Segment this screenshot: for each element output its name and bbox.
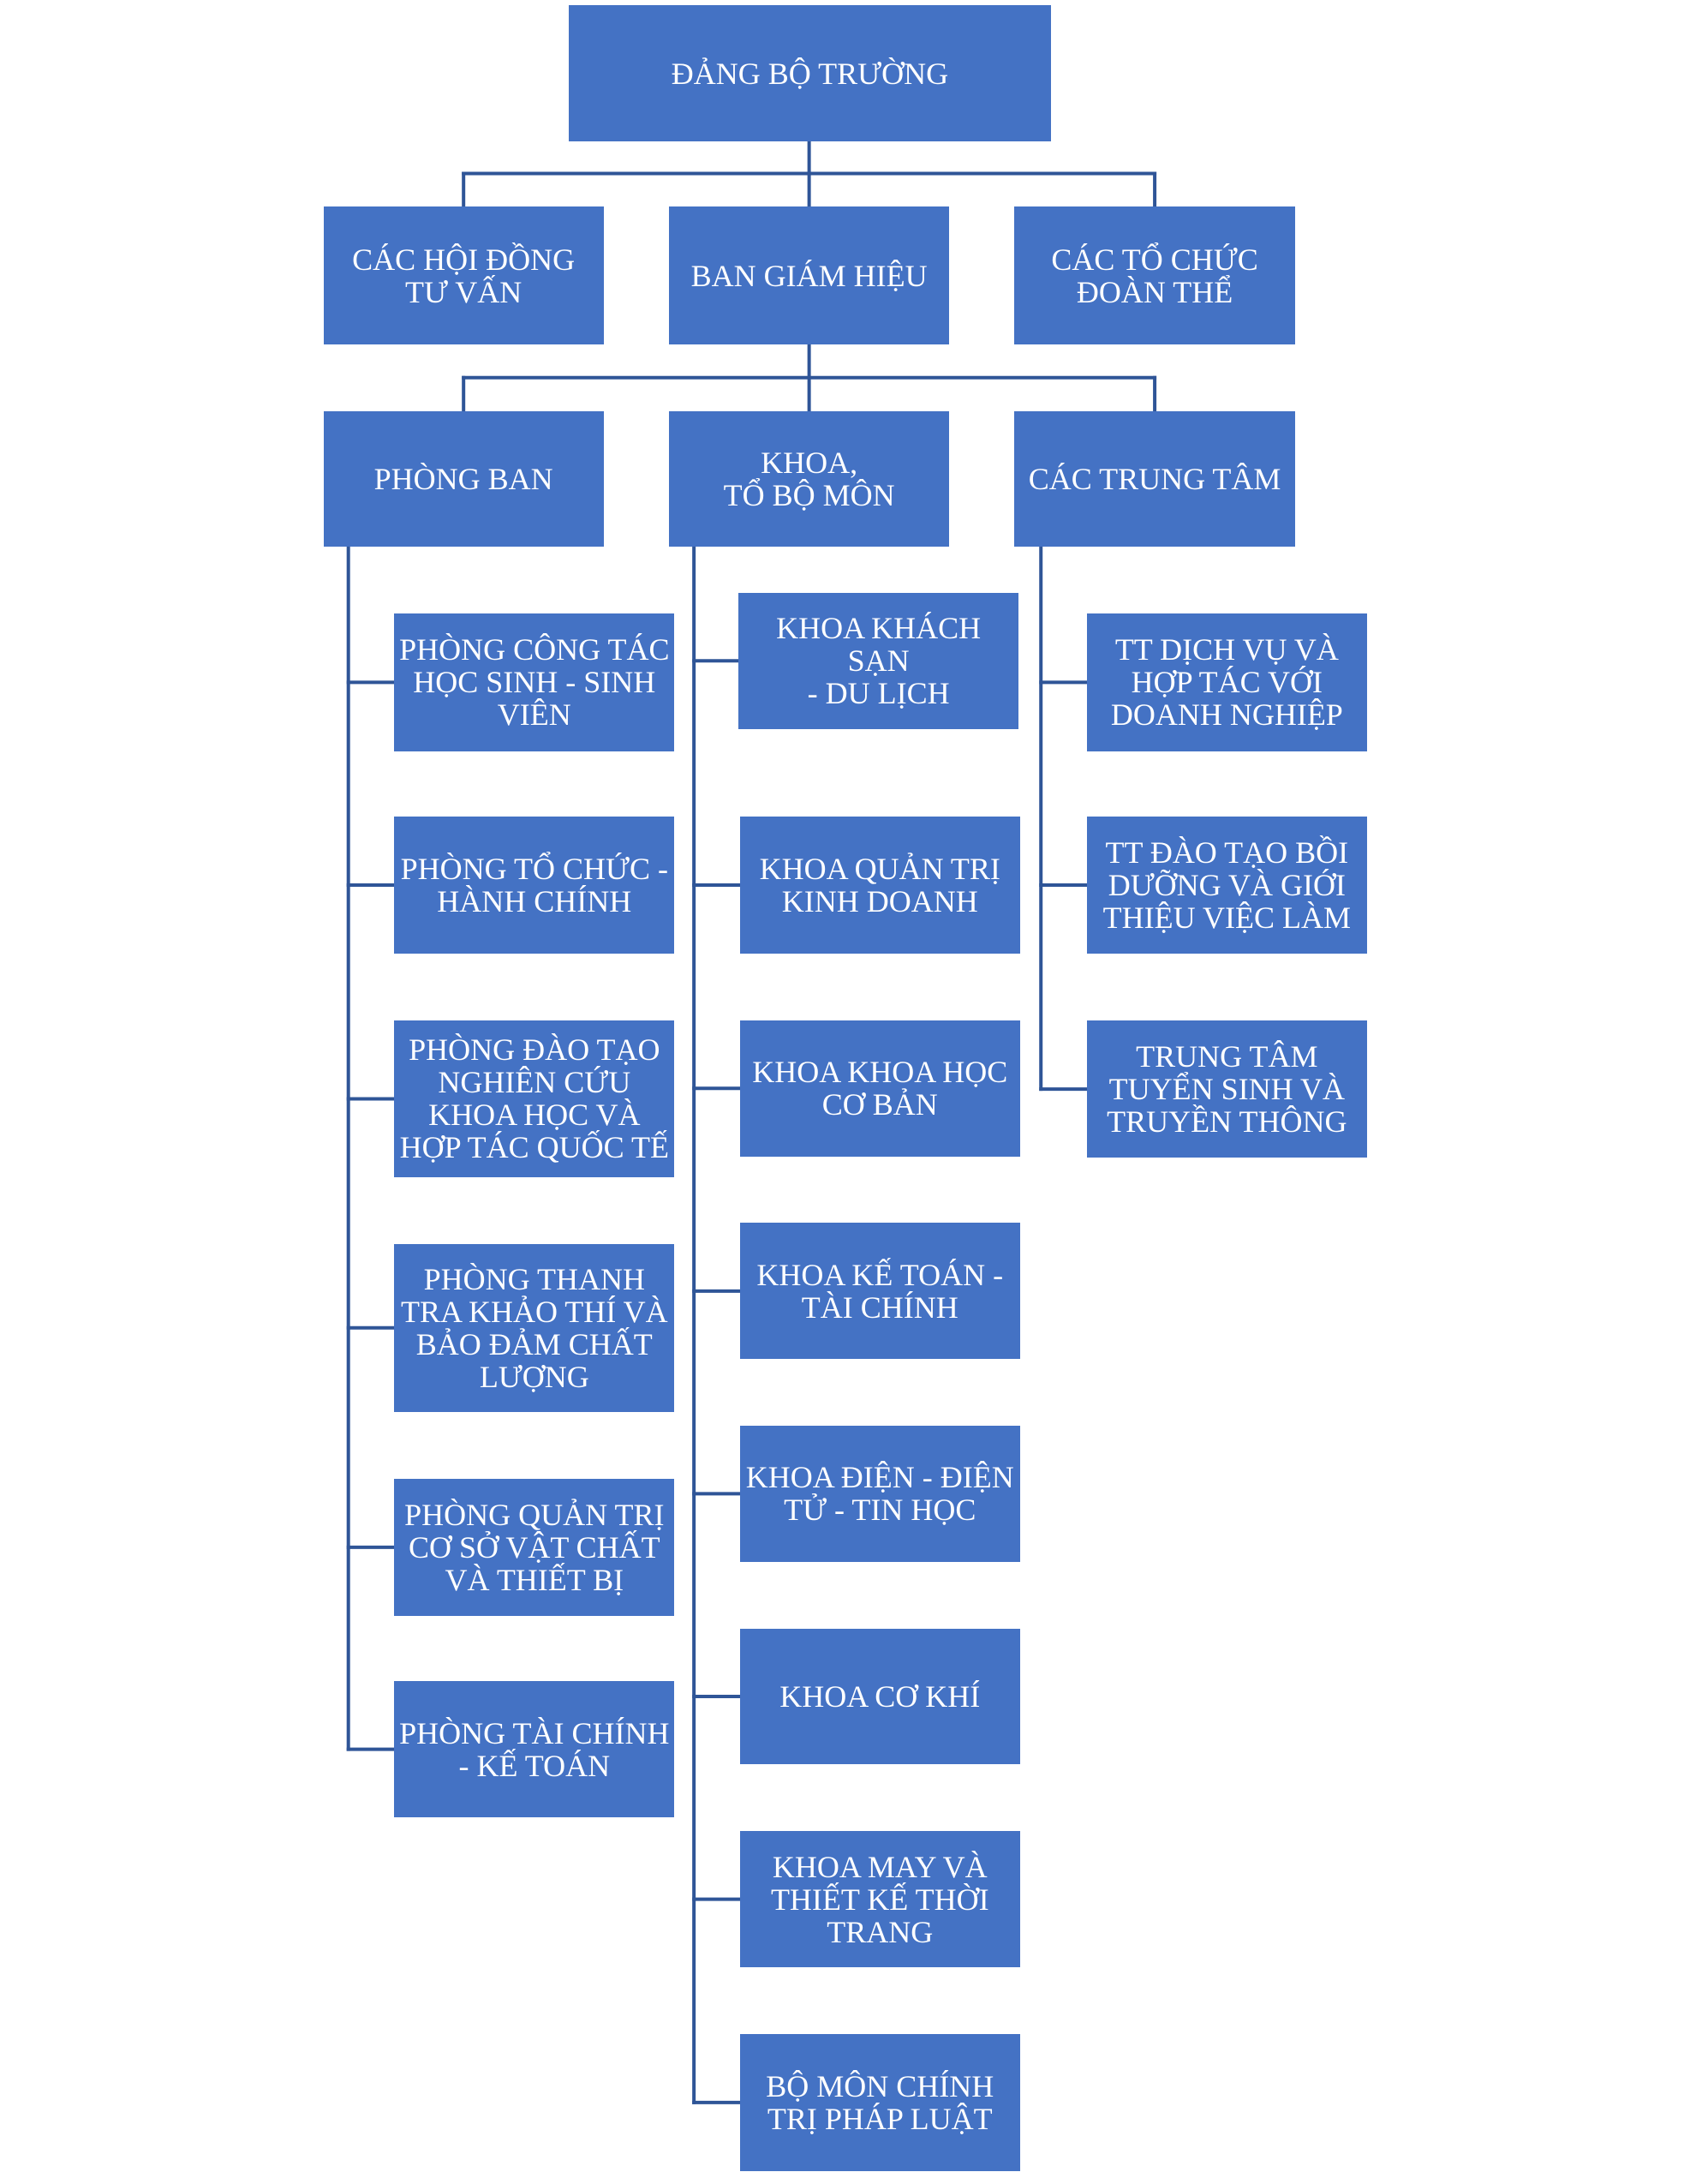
office-node: PHÒNG QUẢN TRỊ CƠ SỞ VẬT CHẤT VÀ THIẾT B… xyxy=(394,1478,675,1617)
faculty-node: BỘ MÔN CHÍNH TRỊ PHÁP LUẬT xyxy=(739,2033,1020,2172)
faculty-node: KHOA KẾ TOÁN - TÀI CHÍNH xyxy=(739,1223,1020,1360)
level1-node-unions: CÁC TỔ CHỨC ĐOÀN THỂ xyxy=(1014,206,1295,344)
office-node: PHÒNG ĐÀO TẠO NGHIÊN CỨU KHOA HỌC VÀ HỢP… xyxy=(394,1020,675,1177)
office-node: PHÒNG THANH TRA KHẢO THÍ VÀ BẢO ĐẢM CHẤT… xyxy=(394,1243,675,1412)
faculty-node: KHOA MAY VÀ THIẾT KẾ THỜI TRANG xyxy=(739,1831,1020,1967)
office-node: PHÒNG TÀI CHÍNH - KẾ TOÁN xyxy=(394,1681,675,1817)
faculty-node: KHOA KHOA HỌC CƠ BẢN xyxy=(739,1020,1020,1157)
faculty-node: KHOA QUẢN TRỊ KINH DOANH xyxy=(739,816,1020,954)
center-node: TRUNG TÂM TUYỂN SINH VÀ TRUYỀN THÔNG xyxy=(1086,1020,1367,1158)
root-node: ĐẢNG BỘ TRƯỜNG xyxy=(569,5,1051,142)
center-node: TT DỊCH VỤ VÀ HỢP TÁC VỚI DOANH NGHIỆP xyxy=(1086,613,1367,751)
level2-node-centers: CÁC TRUNG TÂM xyxy=(1014,410,1295,547)
level1-node-board: BAN GIÁM HIỆU xyxy=(668,206,950,344)
level1-node-advisory: CÁC HỘI ĐỒNG TƯ VẤN xyxy=(323,206,604,344)
faculty-node: KHOA ĐIỆN - ĐIỆN TỬ - TIN HỌC xyxy=(739,1426,1020,1562)
level2-node-faculties: KHOA, TỔ BỘ MÔN xyxy=(668,410,950,547)
faculty-node: KHOA CƠ KHÍ xyxy=(739,1628,1020,1765)
office-node: PHÒNG TỔ CHỨC - HÀNH CHÍNH xyxy=(394,816,675,954)
faculty-node: KHOA KHÁCH SẠN - DU LỊCH xyxy=(738,592,1019,729)
center-node: TT ĐÀO TẠO BỒI DƯỠNG VÀ GIỚI THIỆU VIỆC … xyxy=(1086,816,1367,954)
level2-node-offices: PHÒNG BAN xyxy=(323,410,604,547)
office-node: PHÒNG CÔNG TÁC HỌC SINH - SINH VIÊN xyxy=(394,613,675,751)
